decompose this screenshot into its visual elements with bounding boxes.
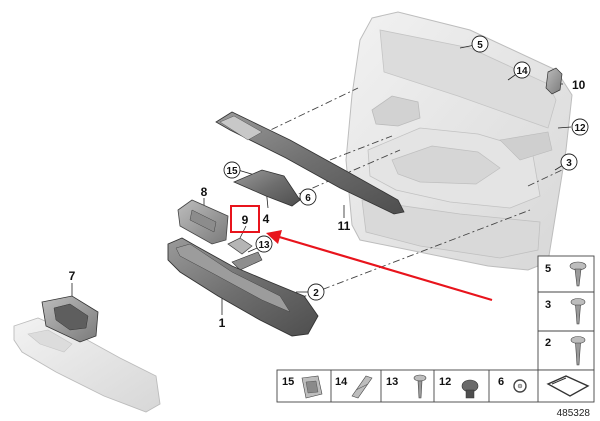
callout-12-circle [571, 118, 589, 136]
highlight-arrow [266, 230, 493, 302]
clip-15-icon [301, 375, 323, 399]
upper-trim-strip [215, 111, 405, 215]
table-label-12: 12 [439, 376, 451, 388]
table-label-5: 5 [545, 263, 551, 275]
clip-14-icon [351, 375, 373, 399]
fastener-table-right: 5 3 2 [537, 255, 595, 371]
callout-11: 11 [338, 219, 351, 233]
trim-tool-icon [546, 375, 590, 397]
window-switch-assembly [13, 295, 161, 413]
callout-2: 2 [313, 288, 319, 299]
screw-2-icon [570, 336, 586, 366]
callout-2-circle [307, 283, 325, 301]
fastener-table-bottom: 15 14 13 12 6 [276, 369, 595, 403]
table-label-3: 3 [545, 299, 551, 311]
switch-bracket [177, 199, 229, 245]
callout-6: 6 [305, 193, 311, 204]
callout-10: 10 [572, 78, 586, 92]
table-label-2: 2 [545, 337, 551, 349]
screw-3-icon [570, 298, 586, 325]
screw-5-icon [569, 261, 587, 287]
door-clip [545, 67, 563, 95]
callout-5-circle [471, 35, 489, 53]
clip-12-icon [461, 379, 479, 399]
callout-8: 8 [201, 185, 208, 199]
small-trim-13 [231, 251, 263, 271]
callout-3-circle [560, 153, 578, 171]
table-label-13: 13 [386, 376, 398, 388]
callout-14: 14 [516, 66, 528, 77]
table-label-14: 14 [335, 376, 348, 388]
callout-14-circle [513, 61, 531, 79]
small-trim-piece [232, 169, 301, 207]
nut-6-icon [513, 379, 527, 393]
callout-6-circle [299, 188, 317, 206]
table-label-15: 15 [282, 376, 294, 388]
small-plate [227, 237, 253, 255]
callout-13-circle [255, 235, 273, 253]
callout-1: 1 [219, 316, 226, 330]
callout-15-circle [223, 161, 241, 179]
callout-15: 15 [226, 166, 238, 177]
callout-7: 7 [69, 269, 76, 283]
callout-4: 4 [263, 212, 270, 226]
screw-13-icon [413, 374, 427, 399]
callout-9: 9 [242, 213, 249, 227]
callout-12: 12 [574, 123, 586, 134]
callout-3: 3 [566, 158, 572, 169]
highlight-box [230, 205, 260, 233]
armrest [167, 237, 319, 337]
reference-number: 485328 [557, 408, 591, 419]
door-trim-panel [345, 11, 573, 271]
callout-5: 5 [477, 40, 483, 51]
callouts: 5 14 10 12 3 15 6 8 9 4 11 13 2 1 7 [69, 35, 589, 330]
table-label-6: 6 [498, 376, 504, 388]
callout-13: 13 [258, 240, 270, 251]
